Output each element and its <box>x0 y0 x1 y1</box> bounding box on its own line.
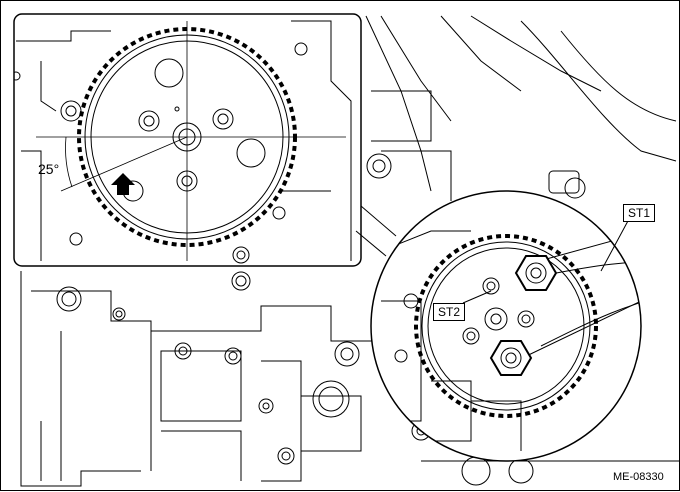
figure-id: ME-08330 <box>613 471 664 483</box>
st1-callout: ST1 <box>623 204 656 222</box>
background-bolts <box>56 153 586 486</box>
st1-leader-line <box>600 218 630 272</box>
up-arrow-icon <box>111 173 135 195</box>
st2-leader-line <box>462 290 492 304</box>
st2-callout: ST2 <box>433 303 466 321</box>
angle-label: 25° <box>38 161 60 177</box>
special-tool-detail-circle <box>370 190 642 462</box>
timing-sprocket-inset <box>13 13 362 267</box>
engine-block-outline <box>20 15 680 487</box>
